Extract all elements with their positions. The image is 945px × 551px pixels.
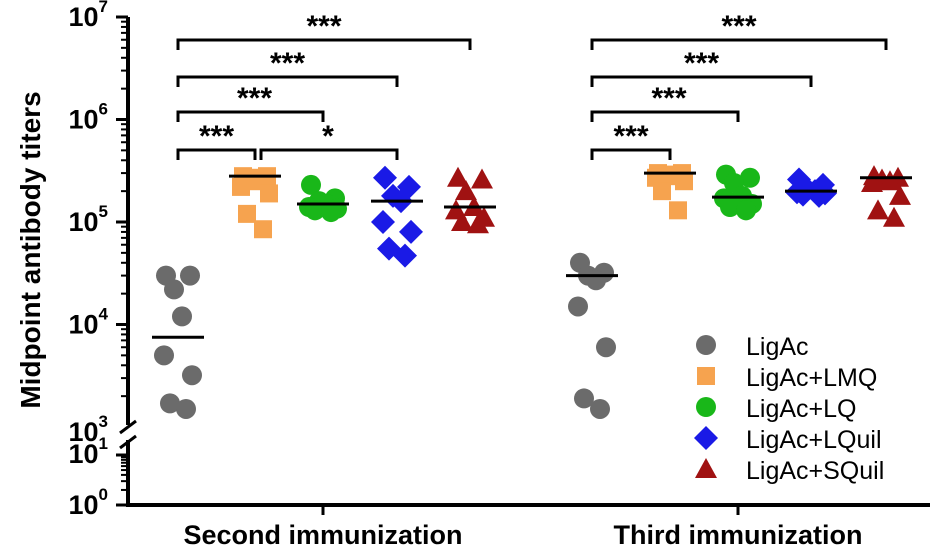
data-point <box>451 211 473 231</box>
data-point <box>154 345 174 366</box>
significance-label: *** <box>613 120 648 153</box>
y-tick-label: 104 <box>68 305 108 340</box>
y-axis-label: Midpoint antibody titers <box>15 91 46 408</box>
significance-bracket <box>176 148 257 160</box>
data-point <box>675 172 693 191</box>
data-point <box>568 296 588 317</box>
axis-break-mark <box>119 419 137 435</box>
data-point <box>861 172 883 193</box>
y-tick-label: 107 <box>68 0 108 32</box>
data-point <box>172 306 192 327</box>
legend-marker <box>696 397 716 417</box>
legend-label: LigAc+LQ <box>746 395 857 423</box>
data-points <box>152 164 912 419</box>
data-point <box>182 365 202 386</box>
significance-bracket <box>590 148 672 160</box>
x-tick-label: Second immunization <box>183 520 462 550</box>
data-point <box>879 170 901 191</box>
data-point <box>399 219 423 244</box>
data-point <box>254 220 272 239</box>
significance-brackets: ************************* <box>176 10 888 160</box>
data-point <box>889 184 911 205</box>
data-point <box>669 201 687 220</box>
legend-label: LigAc+SQuil <box>746 457 884 485</box>
data-point <box>574 388 594 409</box>
significance-label: *** <box>651 82 686 115</box>
significance-bracket <box>259 148 399 160</box>
data-point <box>373 165 397 190</box>
data-point <box>238 204 256 223</box>
data-point <box>321 202 341 223</box>
data-point <box>180 265 200 286</box>
data-point <box>653 182 671 201</box>
y-tick-label: 100 <box>68 485 108 520</box>
significance-bracket <box>590 38 888 50</box>
data-point <box>467 213 489 234</box>
significance-bracket <box>176 110 325 122</box>
data-point <box>596 337 616 358</box>
legend-label: LigAc <box>746 333 809 361</box>
legend-marker <box>694 426 718 450</box>
significance-label: *** <box>721 10 756 43</box>
data-point <box>301 174 321 195</box>
data-point <box>160 393 180 414</box>
legend-marker <box>696 335 716 355</box>
y-tick-label: 103 <box>68 412 108 447</box>
y-tick-label: 101 <box>68 434 108 469</box>
significance-label: *** <box>237 82 272 115</box>
axis-break-mark <box>119 434 137 450</box>
data-point <box>736 200 756 221</box>
data-point <box>586 270 606 291</box>
significance-label: *** <box>199 120 234 153</box>
significance-label: *** <box>684 47 719 80</box>
y-tick-label: 105 <box>68 202 108 237</box>
data-point <box>164 279 184 300</box>
y-tick-label: 106 <box>68 100 108 135</box>
data-point <box>740 167 760 188</box>
significance-bracket <box>590 75 813 87</box>
legend-label: LigAc+LQuil <box>746 426 882 454</box>
data-point <box>176 398 196 419</box>
data-point <box>260 184 278 203</box>
significance-bracket <box>176 38 472 50</box>
significance-label: *** <box>306 10 341 43</box>
data-point <box>471 168 493 189</box>
data-point <box>447 166 469 187</box>
legend-marker <box>697 367 715 385</box>
data-point <box>791 182 815 207</box>
significance-label: *** <box>270 47 305 80</box>
significance-label: * <box>322 120 334 153</box>
data-point <box>883 206 905 227</box>
data-point <box>232 177 250 196</box>
data-point <box>393 243 417 268</box>
data-point <box>455 180 477 201</box>
x-tick-label: Third immunization <box>614 520 863 550</box>
significance-bracket <box>590 110 740 122</box>
legend-label: LigAc+LMQ <box>746 364 877 392</box>
legend-marker <box>695 458 717 478</box>
data-point <box>720 197 740 218</box>
data-point <box>590 398 610 419</box>
significance-bracket <box>176 75 399 87</box>
data-point <box>867 199 889 220</box>
data-point <box>371 210 395 234</box>
